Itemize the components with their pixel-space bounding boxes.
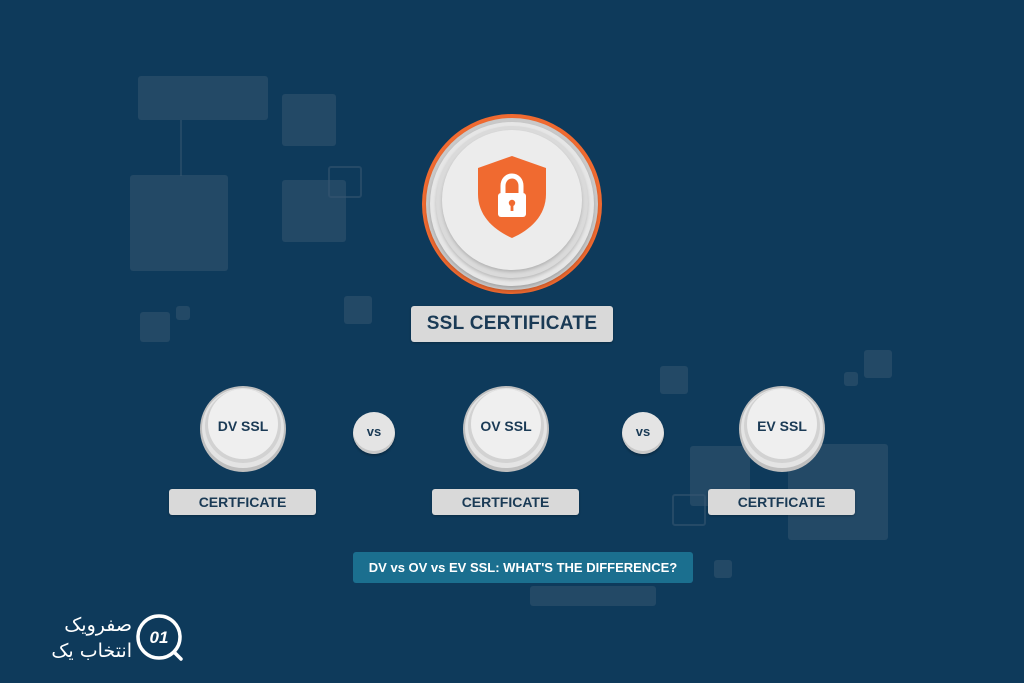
ov-ssl-label: OV SSL xyxy=(480,418,532,434)
decor-square xyxy=(844,372,858,386)
ev-certificate-label: CERTFICATE xyxy=(708,489,855,515)
ov-certificate-label: CERTFICATE xyxy=(432,489,579,515)
brand-logo-icon: 01 xyxy=(136,614,183,661)
ssl-shield-badge xyxy=(422,114,602,294)
ev-ssl-label: EV SSL xyxy=(757,418,807,434)
vs-label: vs xyxy=(635,424,651,439)
vs-label: vs xyxy=(366,424,382,439)
ov-ssl-node: OV SSL xyxy=(463,386,549,472)
decor-square xyxy=(130,175,228,271)
dv-ssl-label: DV SSL xyxy=(217,418,269,434)
decor-square xyxy=(140,312,170,342)
decor-connector xyxy=(180,120,182,176)
decor-square xyxy=(328,166,362,198)
decor-square xyxy=(138,76,268,120)
decor-square xyxy=(672,494,706,526)
brand-name-line1: صفرویک xyxy=(64,614,132,636)
vs-separator-2: vs xyxy=(622,412,664,454)
decor-square xyxy=(530,586,656,606)
decor-square xyxy=(282,180,346,242)
brand-name-line2: انتخاب یک xyxy=(51,640,132,662)
dv-certificate-label: CERTFICATE xyxy=(169,489,316,515)
vs-separator-1: vs xyxy=(353,412,395,454)
ev-ssl-node: EV SSL xyxy=(739,386,825,472)
decor-square xyxy=(660,366,688,394)
comparison-caption: DV vs OV vs EV SSL: WHAT'S THE DIFFERENC… xyxy=(353,552,693,583)
decor-square xyxy=(176,306,190,320)
decor-square xyxy=(714,560,732,578)
decor-square xyxy=(344,296,372,324)
shield-lock-icon xyxy=(478,156,546,238)
diagram-title: SSL CERTIFICATE xyxy=(411,306,613,342)
decor-square xyxy=(864,350,892,378)
brand-logo-mark: 01 xyxy=(150,628,169,647)
dv-ssl-node: DV SSL xyxy=(200,386,286,472)
decor-square xyxy=(282,94,336,146)
